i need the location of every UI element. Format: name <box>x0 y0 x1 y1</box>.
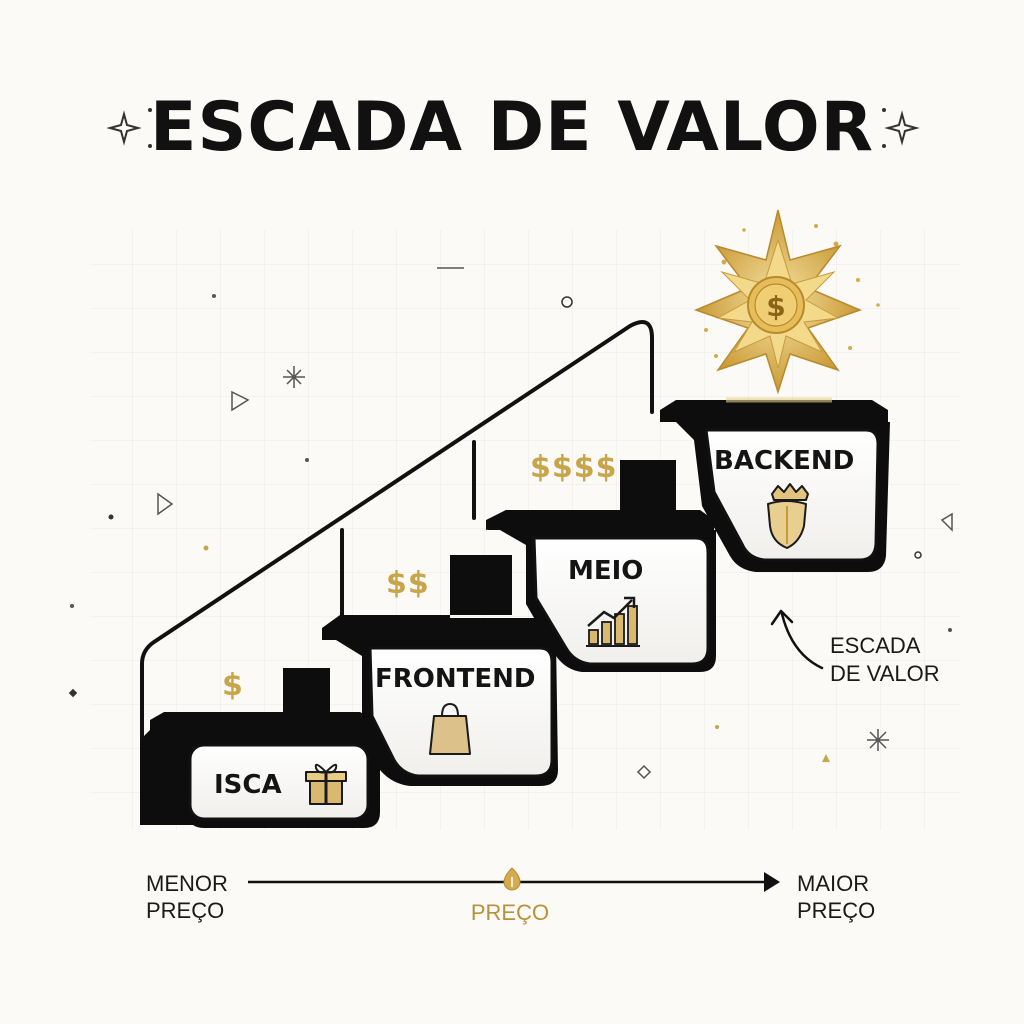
step-frontend <box>324 618 558 786</box>
annotation-line-2: DE VALOR <box>830 661 940 686</box>
axis-left-line-2: PREÇO <box>146 898 225 923</box>
axis-right-line-2: PREÇO <box>797 898 876 923</box>
annotation-label: ESCADA DE VALOR <box>830 632 940 688</box>
sparkle-left-icon <box>106 108 152 148</box>
step-label-frontend: FRONTEND <box>375 664 536 694</box>
star-dollar-icon: $ <box>693 209 880 395</box>
axis-right-label: MAIOR PREÇO <box>797 870 875 924</box>
axis-left-line-1: MENOR <box>146 871 228 896</box>
crown-shield-icon <box>767 483 809 549</box>
axis-left-label: MENOR PREÇO <box>146 870 228 924</box>
svg-text:$: $ <box>766 290 785 323</box>
step-meio <box>488 510 716 672</box>
step-label-meio: MEIO <box>568 556 644 586</box>
sparkle-right-icon <box>882 108 920 148</box>
handrail <box>140 320 654 772</box>
shopping-bag-icon <box>429 703 471 755</box>
annotation-line-1: ESCADA <box>830 633 921 658</box>
axis-center-label: PREÇO <box>470 900 550 925</box>
price-marker-meio: $$$$ <box>530 450 618 485</box>
price-marker-frontend: $$ <box>386 566 430 601</box>
gift-icon <box>305 763 347 805</box>
price-axis <box>248 867 780 892</box>
growth-chart-icon <box>586 596 640 647</box>
curved-arrow-icon <box>770 609 824 670</box>
axis-right-line-1: MAIOR <box>797 871 870 896</box>
page-title: ESCADA DE VALOR <box>150 88 874 167</box>
step-label-backend: BACKEND <box>714 446 855 476</box>
step-label-isca: ISCA <box>214 770 282 800</box>
price-marker-isca: $ <box>222 668 244 703</box>
